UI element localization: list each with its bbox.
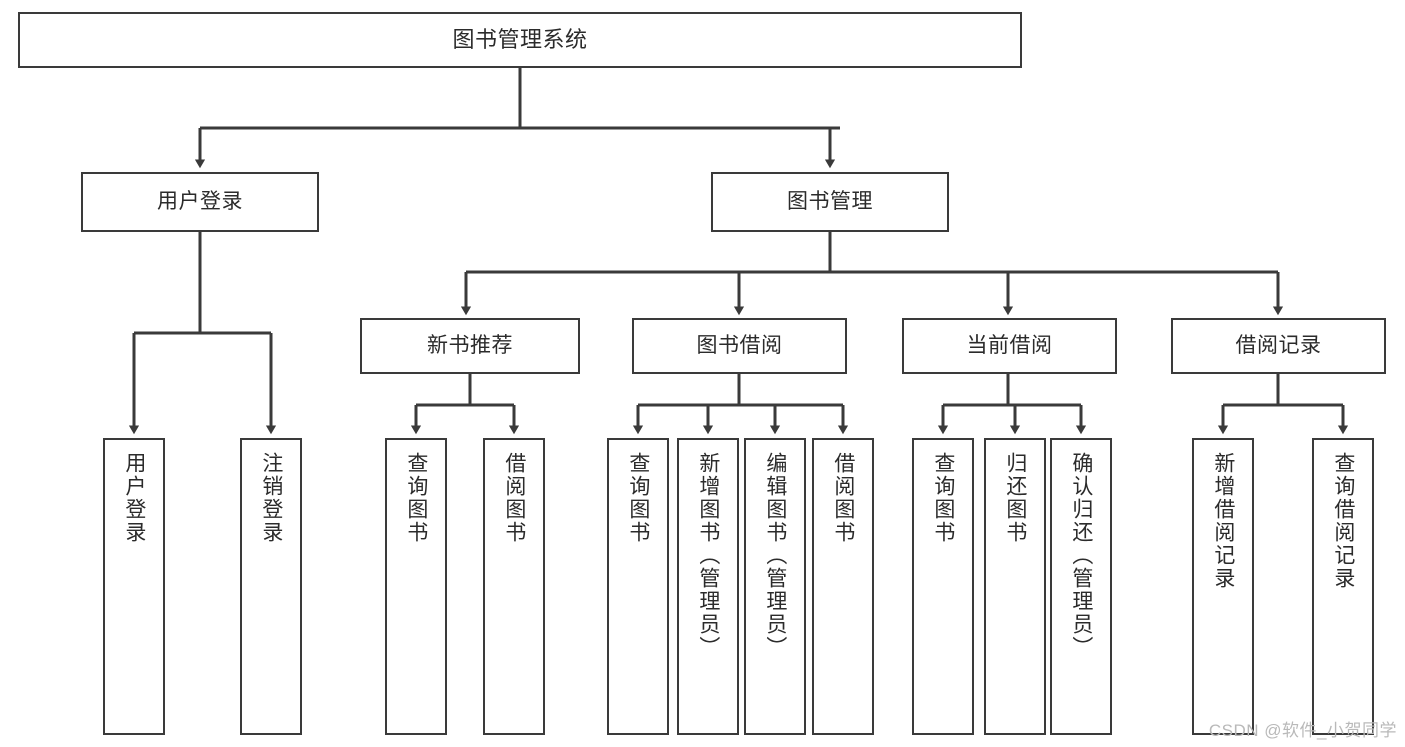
node-root-label: 图书管理系统 (452, 26, 588, 52)
leaf-label: 借阅图书 (502, 452, 526, 544)
leaf-label: 新增借阅记录 (1211, 452, 1235, 590)
node-leaf-add-book[interactable]: 新增图书（管理员） (677, 438, 739, 735)
node-user-login-label: 用户登录 (157, 190, 243, 214)
node-book-manage[interactable]: 图书管理 (711, 172, 949, 232)
node-book-borrow[interactable]: 图书借阅 (632, 318, 847, 374)
node-leaf-query-book-2[interactable]: 查询图书 (607, 438, 669, 735)
node-borrow-record[interactable]: 借阅记录 (1171, 318, 1386, 374)
node-new-book-rec[interactable]: 新书推荐 (360, 318, 580, 374)
node-user-login[interactable]: 用户登录 (81, 172, 319, 232)
node-new-book-rec-label: 新书推荐 (427, 334, 513, 358)
leaf-label: 确认归还（管理员） (1069, 452, 1093, 659)
node-borrow-record-label: 借阅记录 (1235, 334, 1322, 358)
leaf-label: 注销登录 (259, 452, 283, 544)
node-leaf-query-record[interactable]: 查询借阅记录 (1312, 438, 1374, 735)
leaf-label: 查询图书 (404, 452, 428, 544)
node-leaf-edit-book[interactable]: 编辑图书（管理员） (744, 438, 806, 735)
node-current-borrow-label: 当前借阅 (966, 334, 1053, 358)
node-leaf-logout[interactable]: 注销登录 (240, 438, 302, 735)
leaf-label: 查询图书 (626, 452, 650, 544)
node-leaf-confirm-return[interactable]: 确认归还（管理员） (1050, 438, 1112, 735)
node-leaf-user-login[interactable]: 用户登录 (103, 438, 165, 735)
node-book-manage-label: 图书管理 (787, 190, 873, 214)
leaf-label: 用户登录 (122, 452, 146, 544)
leaf-label: 借阅图书 (831, 452, 855, 544)
node-leaf-query-book-3[interactable]: 查询图书 (912, 438, 974, 735)
node-current-borrow[interactable]: 当前借阅 (902, 318, 1117, 374)
node-leaf-borrow-book-2[interactable]: 借阅图书 (812, 438, 874, 735)
leaf-label: 查询借阅记录 (1331, 452, 1355, 590)
node-leaf-query-book-1[interactable]: 查询图书 (385, 438, 447, 735)
node-book-borrow-label: 图书借阅 (696, 334, 783, 358)
node-leaf-borrow-book-1[interactable]: 借阅图书 (483, 438, 545, 735)
leaf-label: 查询图书 (931, 452, 955, 544)
leaf-label: 归还图书 (1003, 452, 1027, 544)
node-leaf-add-record[interactable]: 新增借阅记录 (1192, 438, 1254, 735)
leaf-label: 编辑图书（管理员） (763, 452, 787, 659)
node-root[interactable]: 图书管理系统 (18, 12, 1022, 68)
watermark: CSDN @软件_小贺同学 (1208, 721, 1397, 740)
leaf-label: 新增图书（管理员） (696, 452, 720, 659)
node-leaf-return-book[interactable]: 归还图书 (984, 438, 1046, 735)
